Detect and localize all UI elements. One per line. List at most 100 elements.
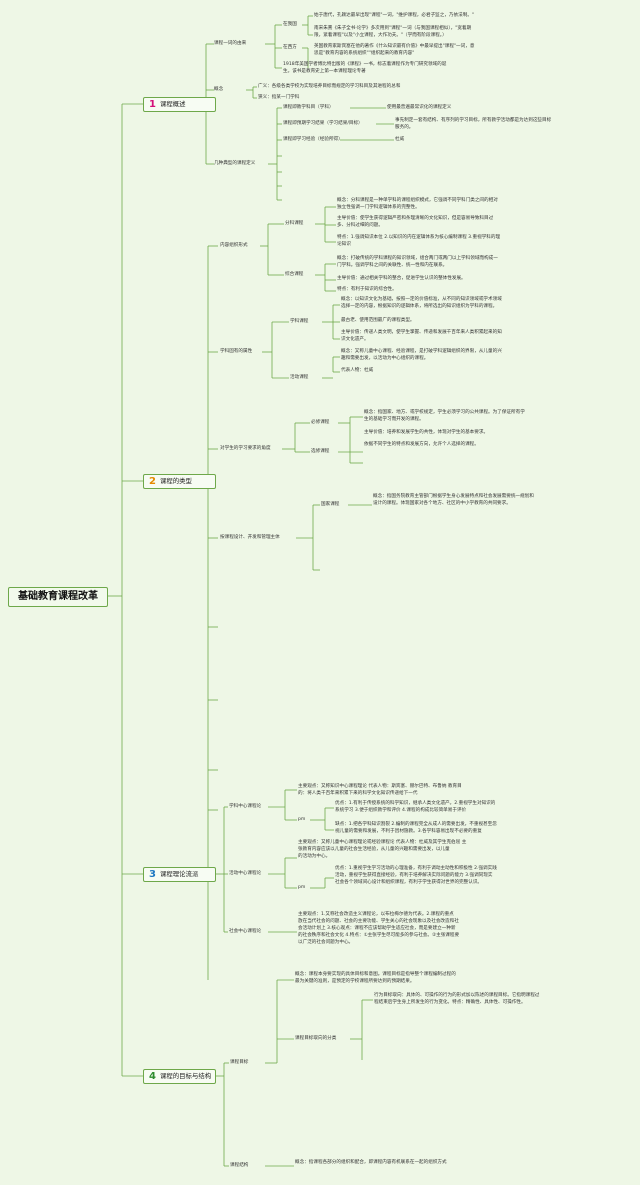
node-inherent-nature[interactable]: 学科固有的属性 bbox=[220, 349, 253, 354]
root-label: 基础教育课程改革 bbox=[18, 591, 98, 602]
leaf-comp-c2: 主导价值：培养和发展学生的共性，体现对学生的基本要求。 bbox=[364, 430, 489, 435]
node-content-form[interactable]: 内容组织形式 bbox=[220, 243, 248, 248]
node-course-goal[interactable]: 课程目标 bbox=[230, 1060, 249, 1065]
node-design-subject[interactable]: 按课程设计、开发和管理主体 bbox=[220, 535, 280, 540]
leaf-structure: 概念：指课程各部分的组织和配合，即课程内容有机联系在一起的组织方式 bbox=[295, 1160, 447, 1165]
leaf-soc-view-a: 主要观点：1.又称社会改造主义课程论，以布拉梅尔德为代表。2.课程的重点 bbox=[298, 912, 454, 917]
node-def-outcome[interactable]: 课程即预期学习结果（学习结果/目标） bbox=[283, 121, 363, 126]
leaf-soc-view-e: 以广泛的社会问题为中心。 bbox=[298, 940, 354, 945]
leaf-subject-c2b: 多、分科过细的问题。 bbox=[337, 223, 383, 228]
node-ac-pm[interactable]: pm bbox=[298, 885, 306, 890]
leaf-def-outcome-b: 服务的。 bbox=[395, 125, 414, 130]
leaf-china-1: 始于唐代，孔颖达最早出现"课程"一词，"维护课程，必君子监之，乃依法制。" bbox=[314, 13, 475, 18]
topic-2-label: 课程的类型 bbox=[160, 477, 192, 485]
topic-3-node[interactable]: 3 课程理论流派 bbox=[143, 867, 216, 882]
leaf-behavior-a: 行为目标取向：具体的、可操作的行为的形式加以陈述的课程目标。它指明课程过 bbox=[374, 993, 540, 998]
leaf-soc-view-b: 放在当代社会的问题、社会的主要功能、学生关心的社会现象以及社会改造和社 bbox=[298, 919, 459, 924]
topic-1-node[interactable]: 1 课程概述 bbox=[143, 97, 216, 112]
leaf-sc-pro-a: 优点：1.有利于传授系统的科学知识，继承人类文化遗产。2.重视学生对知识的 bbox=[335, 801, 496, 806]
leaf-disc-c3b: 识文化遗产。 bbox=[341, 337, 369, 342]
leaf-concept-narrow: 狭义：指某一门学科 bbox=[258, 95, 300, 100]
leaf-act-c2: 代表人物：杜威 bbox=[341, 368, 374, 373]
leaf-disc-c2: 最古老、使用范围最广的课程类型。 bbox=[341, 318, 415, 323]
leaf-subject-c2a: 主导价值：使学生获得逻辑严密和条理清晰的文化知识，但是容易导致科目过 bbox=[337, 216, 494, 221]
leaf-china-2a: 南宋朱熹《朱子全书·论学》多次用到"课程"一词（与我国课程相似），"宽着期 bbox=[314, 26, 472, 31]
node-in-west[interactable]: 在西方 bbox=[283, 45, 297, 50]
leaf-sc-view-a: 主要观点：又称知识中心课程理论 代表人物：斯宾塞、赫尔巴特、布鲁纳 教育目 bbox=[298, 784, 462, 789]
leaf-china-2b: 限，紧着课程"以及"小立课程，大作功夫。"（学而有阶段课程。） bbox=[314, 33, 447, 38]
leaf-concept-broad: 广义：各级各类学校为实现培养目标而规定的学习科目及其进程的总和 bbox=[258, 84, 401, 89]
node-def-subject[interactable]: 课程即教学科目（学科） bbox=[283, 105, 334, 110]
node-in-china[interactable]: 在我国 bbox=[283, 22, 297, 27]
leaf-elective: 依据不同学生的特点和发展方向，允许个人选择的课程。 bbox=[364, 442, 479, 447]
node-integrated-course[interactable]: 综合课程 bbox=[285, 272, 304, 277]
leaf-goal-c1a: 概念：课程本身要实现的具体目标和意图。课程目标是指导整个课程编制过程的 bbox=[295, 972, 456, 977]
topic-2-number: 2 bbox=[149, 476, 156, 487]
leaf-west-2a: 1918年美国学者博比特出版的《课程》一书，标志着课程作为专门研究领域的诞 bbox=[283, 62, 447, 67]
leaf-disc-c3a: 主导价值：传递人类文明，使学生掌握、传递和发展千百年来人类积累起来的知 bbox=[341, 330, 502, 335]
leaf-behavior-b: 程结束后学生身上所发生的行为变化。特点：精确性、具体性、可操作性。 bbox=[374, 1000, 526, 1005]
leaf-def-experience: 杜威 bbox=[395, 137, 405, 142]
node-course-structure[interactable]: 课程结构 bbox=[230, 1163, 249, 1168]
leaf-sc-con-b: 视儿童的需要和发展，不利于因材施教。3.各学科容易出现不必要的重复 bbox=[335, 829, 482, 834]
leaf-comp-c1a: 概念：指国家、地方、或学校规定，学生必须学习的公共课程。为了保证所有学 bbox=[364, 410, 525, 415]
leaf-west-1a: 英国教育家斯宾塞在他的著作《什么知识最有价值》中最早提出"课程"一词，意 bbox=[314, 44, 475, 49]
node-society-center-theory[interactable]: 社会中心课程论 bbox=[229, 929, 262, 934]
leaf-def-outcome-a: 事先制定一套有结构、有序列的学习目标，所有教学活动都是为达到这些目标 bbox=[395, 118, 552, 123]
leaf-ac-pro-c: 社会各个领域间心设计和组织课程，有利于学生获得对世界的完整认识。 bbox=[335, 880, 483, 885]
node-subject-course[interactable]: 分科课程 bbox=[285, 221, 304, 226]
node-goal-orientation[interactable]: 课程目标取向的分类 bbox=[295, 1036, 337, 1041]
node-learning-requirement[interactable]: 对学生的学习要求的角度 bbox=[220, 446, 271, 451]
node-discipline-course[interactable]: 学科课程 bbox=[290, 319, 309, 324]
leaf-west-2b: 生。该书是教育史上第一本课程理论专著 bbox=[283, 69, 366, 74]
node-typical-definitions[interactable]: 几种典型的课程定义 bbox=[214, 161, 256, 166]
leaf-ac-view-c: 的活动为中心。 bbox=[298, 854, 331, 859]
leaf-ac-view-a: 主要观点：又称儿童中心课程理论或经验课程论 代表人物：杜威及其学生克伯屈 主 bbox=[298, 840, 467, 845]
topic-2-node[interactable]: 2 课程的类型 bbox=[143, 474, 216, 489]
node-elective-course[interactable]: 选修课程 bbox=[311, 449, 330, 454]
leaf-act-c1b: 趣和需要出发，以活动为中心组织的课程。 bbox=[341, 356, 429, 361]
topic-4-label: 课程的目标与结构 bbox=[160, 1072, 212, 1080]
leaf-sc-view-b: 的：将人类千百年来积累下来的科学文化知识传递给下一代 bbox=[298, 791, 418, 796]
leaf-subject-c1b: 独立性强调一门学科逻辑体系的完整性。 bbox=[337, 205, 420, 210]
node-subject-center-theory[interactable]: 学科中心课程论 bbox=[229, 804, 262, 809]
node-compulsory-course[interactable]: 必修课程 bbox=[311, 420, 330, 425]
leaf-disc-c1b: 选择一定的内容，根据知识的逻辑体系，将所选出的知识组织为学科的课程。 bbox=[341, 304, 498, 309]
topic-3-label: 课程理论流派 bbox=[160, 870, 199, 878]
leaf-ac-view-b: 张教育内容应该以儿童的社会生活经验，从儿童的兴趣和需要出发，以儿童 bbox=[298, 847, 450, 852]
leaf-sc-pro-b: 系统学习 3.便于组织教学和评价 4.课程的构成比较简单易于评价 bbox=[335, 808, 467, 813]
leaf-ac-pro-a: 优点：1.重视学生学习活动的心理准备，有利于调动主动性和积极性 2.强调实践 bbox=[335, 866, 497, 871]
leaf-act-c1a: 概念：又称儿童中心课程、经验课程，是打破学科逻辑组织的界限，从儿童的兴 bbox=[341, 349, 502, 354]
root-node[interactable]: 基础教育课程改革 bbox=[8, 587, 108, 607]
node-origin[interactable]: 课程一词的由来 bbox=[214, 41, 247, 46]
node-def-experience[interactable]: 课程即学习经验（经验所得） bbox=[283, 137, 343, 142]
node-national-course[interactable]: 国家课程 bbox=[321, 502, 340, 507]
leaf-ac-pro-b: 活动，重视学生获得直接经验，有利于培养解决实际问题的能力 3.强调同现实 bbox=[335, 873, 493, 878]
leaf-nat-c1a: 概念：指国务院教育主管部门根据学生身心发展特点和社会发展需要统一规划和 bbox=[373, 494, 534, 499]
leaf-subject-c1a: 概念：分科课程是一种单学科的课程组织模式，它强调不同学科门类之间的相对 bbox=[337, 198, 498, 203]
leaf-sc-con-a: 缺点：1.把各学科知识割裂 2.编制的课程完全从成人的需要出发，不重视甚至忽 bbox=[335, 822, 497, 827]
leaf-def-subject: 使用最普遍最常识化的课程定义 bbox=[387, 105, 452, 110]
leaf-nat-c1b: 设计的课程。体现国家对各个地方、社区的中小学教育的共同要求。 bbox=[373, 501, 511, 506]
topic-3-number: 3 bbox=[149, 869, 156, 880]
node-sc-pm[interactable]: pm bbox=[298, 817, 306, 822]
leaf-west-1b: 思是"教育内容的系统组织""组织起来的教育内容" bbox=[314, 51, 415, 56]
leaf-comp-c1b: 生的基础学习而开发的课程。 bbox=[364, 417, 424, 422]
topic-1-number: 1 bbox=[149, 99, 156, 110]
node-activity-course[interactable]: 活动课程 bbox=[290, 375, 309, 380]
topic-1-label: 课程概述 bbox=[160, 100, 186, 108]
topic-4-number: 4 bbox=[149, 1071, 156, 1082]
node-activity-center-theory[interactable]: 活动中心课程论 bbox=[229, 871, 262, 876]
leaf-integ-c2: 主导价值：通过相关学科的整合，促进学生认识的整体性发展。 bbox=[337, 276, 466, 281]
leaf-goal-c1b: 最为关键的准则，是预定的学校课程所要达到的预期结果。 bbox=[295, 979, 415, 984]
leaf-subject-c3b: 论知识 bbox=[337, 242, 351, 247]
leaf-soc-view-c: 会活动计划上 3.核心观点：课程不应该帮助学生适应社会，而是要建立一种新 bbox=[298, 926, 456, 931]
leaf-disc-c1a: 概念：以知识文化为基础，按照一定的价值标准，从不同的知识领域或学术领域 bbox=[341, 297, 502, 302]
leaf-subject-c3a: 特点：1.强调知识本位 2.以知识的内在逻辑体系为核心编制课程 3.重视学科的理 bbox=[337, 235, 501, 240]
node-concept[interactable]: 概念 bbox=[214, 87, 224, 92]
leaf-integ-c1a: 概念：打破传统的学科课程的知识领域，组合两门或两门以上学科领域而构成一 bbox=[337, 256, 498, 261]
leaf-integ-c1b: 门学科。强调学科之间的关联性、统一性和内在联系。 bbox=[337, 263, 448, 268]
leaf-soc-view-d: 的社会秩序和社会文化 4.特点：①主张学生尽可能多的参与社会。②主张课程要 bbox=[298, 933, 460, 938]
topic-4-node[interactable]: 4 课程的目标与结构 bbox=[143, 1069, 216, 1084]
